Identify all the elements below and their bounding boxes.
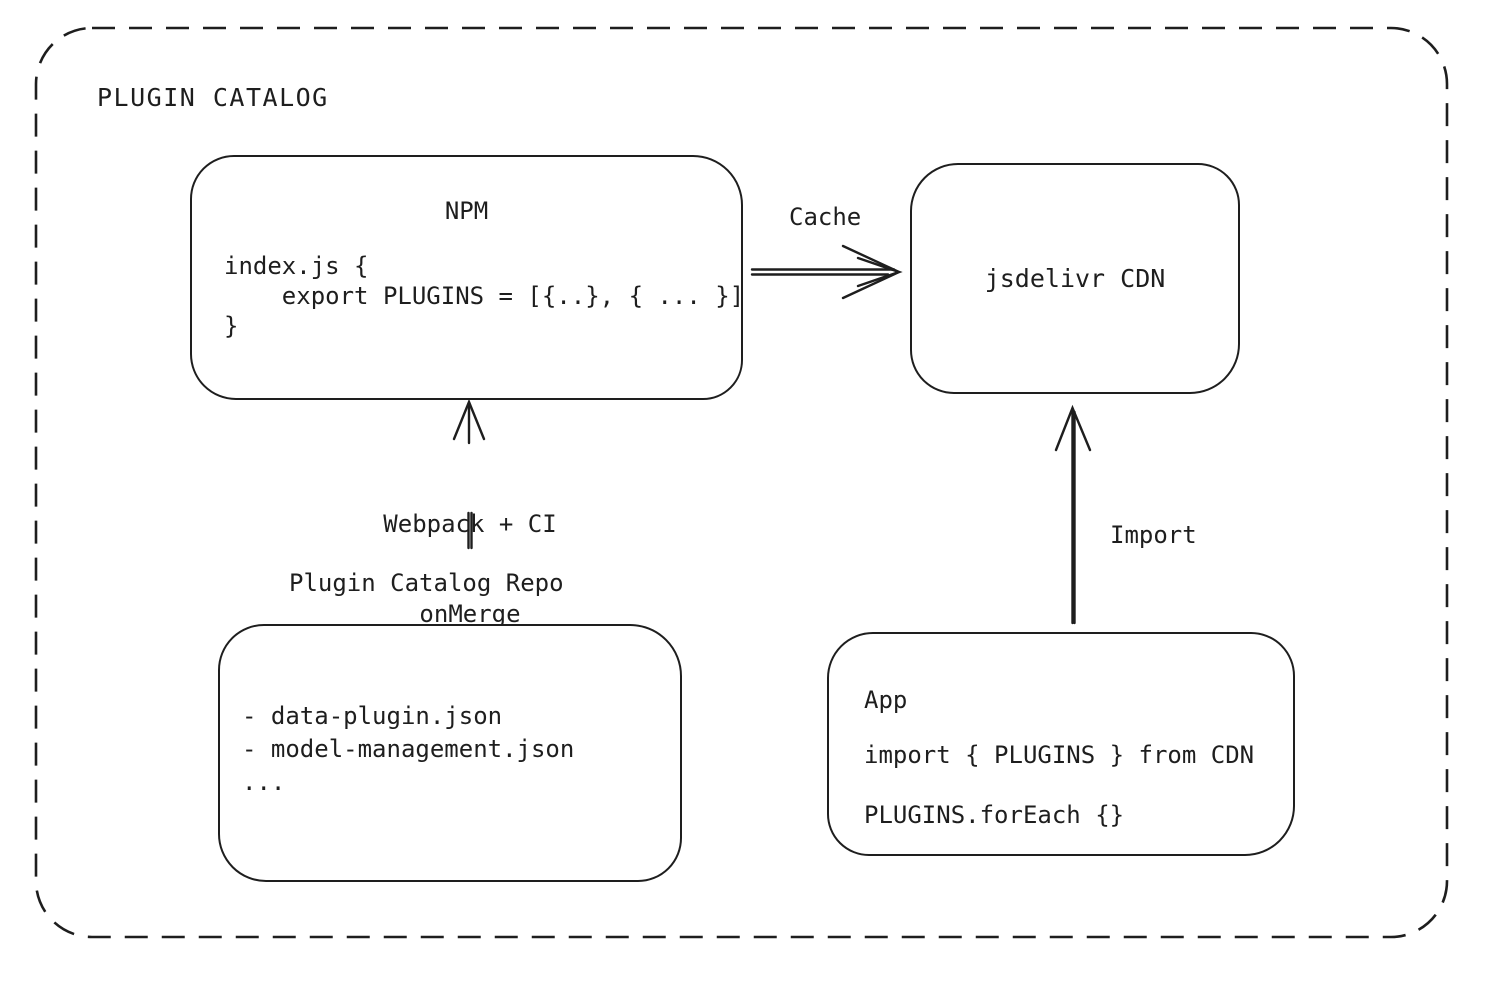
app-title: App [864, 686, 908, 714]
repo-file-item: ... [242, 768, 286, 796]
import-edge-label: Import [1110, 521, 1197, 549]
repo-node-label: Plugin Catalog Repo [289, 569, 564, 597]
app-code-line: import { PLUGINS } from CDN [864, 741, 1255, 769]
cache-arrow [750, 244, 903, 300]
build-edge-label: Webpack + CI onMerge [369, 449, 571, 689]
npm-code-block: index.js { export PLUGINS = [{..}, { ...… [192, 251, 745, 341]
build-edge-label-line2: onMerge [419, 600, 521, 628]
npm-code-line: export PLUGINS = [{..}, { ... }] [224, 282, 745, 310]
diagram-title: PLUGIN CATALOG [97, 83, 329, 112]
node-npm: NPM index.js { export PLUGINS = [{..}, {… [190, 155, 745, 400]
repo-file-item: - data-plugin.json [242, 702, 503, 730]
npm-code-line: } [224, 312, 239, 340]
repo-file-item: - model-management.json [242, 735, 575, 763]
npm-title: NPM [444, 197, 489, 225]
node-app: App import { PLUGINS } from CDN PLUGINS.… [827, 632, 1295, 856]
node-jsdelivr-cdn: jsdelivr CDN [910, 163, 1240, 394]
build-edge-label-line1: Webpack + CI [383, 510, 557, 538]
cdn-label: jsdelivr CDN [984, 264, 1166, 293]
node-plugin-catalog-repo: - data-plugin.json - model-management.js… [218, 624, 682, 882]
import-arrow [1054, 404, 1092, 625]
app-code-line: PLUGINS.forEach {} [864, 801, 1125, 829]
npm-code-line: index.js { [224, 252, 369, 280]
cache-edge-label: Cache [789, 203, 862, 231]
